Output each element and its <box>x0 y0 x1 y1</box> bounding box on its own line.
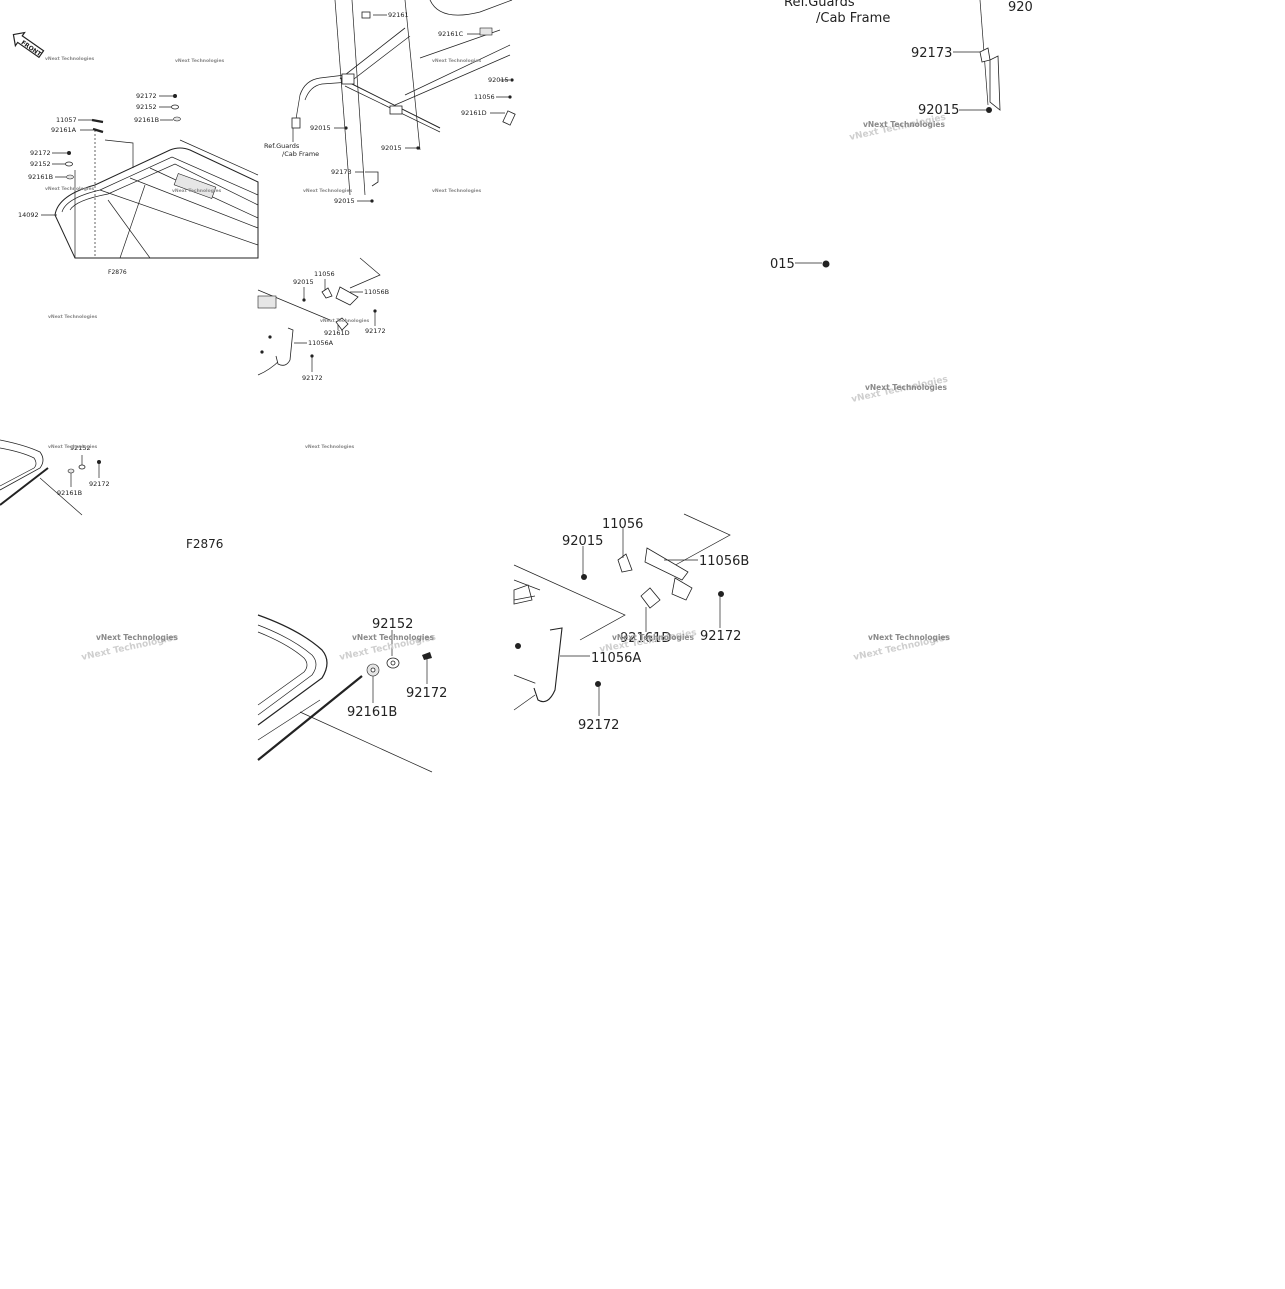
hardware-column <box>65 94 181 180</box>
callout-92152-top: 92152 <box>136 103 157 111</box>
watermark: vNext Technologies <box>863 120 946 129</box>
watermark: vNext Technologies <box>48 314 98 320</box>
watermark: vNext Technologies <box>45 186 95 192</box>
front-arrow-icon: FRONT <box>12 31 45 59</box>
callout-92172: 92172 <box>406 686 447 701</box>
watermark: vNext Technologies <box>303 188 353 194</box>
callout-11056a: 11056A <box>308 339 334 347</box>
callout-11056b: 11056B <box>364 288 389 296</box>
callout-92152: 92152 <box>372 617 413 632</box>
callout-92015-right: 92015 <box>488 76 509 84</box>
callout-92015-mid: 92015 <box>310 124 331 132</box>
callout-92173: 92173 <box>331 168 352 176</box>
callout-11056: 11056 <box>602 517 643 532</box>
callout-92015: 92015 <box>562 534 603 549</box>
watermark: vNext Technologies <box>432 188 482 194</box>
callout-11056: 11056 <box>314 270 335 278</box>
watermark: vNext Technologies <box>352 633 435 642</box>
watermark: vNext Technologies <box>96 633 179 642</box>
callout-92172-bottom: 92172 <box>302 374 323 382</box>
watermark: vNext Technologies <box>172 188 222 194</box>
callout-92161b: 92161B <box>347 705 397 720</box>
watermark: vNext Technologies <box>175 58 225 64</box>
callout-11056: 11056 <box>474 93 495 101</box>
callout-11057: 11057 <box>56 116 77 124</box>
callout-92152-left: 92152 <box>30 160 51 168</box>
callout-92015-lower: 92015 <box>381 144 402 152</box>
watermark: vNext Technologies <box>432 58 482 64</box>
callout-92172-right: 92172 <box>365 327 386 335</box>
callout-92161d: 92161D <box>461 109 487 117</box>
callout-92161b-left: 92161B <box>28 173 53 181</box>
callout-92161d: 92161D <box>324 329 350 337</box>
watermark: vNext Technologies <box>865 383 948 392</box>
callout-92161b: 92161B <box>57 489 82 497</box>
callout-92172: 92172 <box>89 480 110 488</box>
callout-92172-top: 92172 <box>136 92 157 100</box>
figure-ref: F2876 <box>186 537 223 551</box>
callout-92173: 92173 <box>911 46 952 61</box>
tile-cab-frame: 92161 92161C 92015 11056 92161D 92015 92… <box>264 0 516 450</box>
callout-92161c: 92161C <box>438 30 464 38</box>
watermark: vNext Technologies <box>612 633 695 642</box>
callout-92161a: 92161A <box>51 126 77 134</box>
callout-14092: 14092 <box>18 211 39 219</box>
callout-11056b: 11056B <box>699 554 749 569</box>
callout-92015-bottom: 92015 <box>334 197 355 205</box>
roof-panel <box>54 130 259 259</box>
callout-11056a: 11056A <box>591 651 641 666</box>
tile-roof-corner-small: 92152 92161B 92172 vNext Technologies <box>0 439 110 516</box>
callout-92152: 92152 <box>70 444 91 452</box>
callout-92161d: 92161D <box>620 631 671 646</box>
tile-right-upper: Ref.Guards /Cab Frame 920 92173 92015 01… <box>770 0 1033 405</box>
callout-92172-left: 92172 <box>30 149 51 157</box>
figure-ref-small: F2876 <box>108 269 127 276</box>
tile-roof-overview: FRONT <box>12 31 259 320</box>
ref-cab-frame-label: /Cab Frame <box>816 11 890 26</box>
callout-92161: 92161 <box>388 11 409 19</box>
callout-92172-right: 92172 <box>700 629 741 644</box>
ref-guards-label: Ref.Guards <box>784 0 855 10</box>
watermark: vNext Technologies <box>48 444 98 450</box>
ref-guards-label: Ref.Guards <box>264 142 300 150</box>
watermark: vNext Technologies <box>868 633 951 642</box>
ref-cab-frame-label: /Cab Frame <box>282 150 319 158</box>
tile-bracket-detail-large: 11056 92015 11056B 92161D 92172 11056A 9… <box>513 513 951 733</box>
watermark: vNext Technologies <box>305 444 355 450</box>
callout-920-cut: 920 <box>1008 0 1033 15</box>
tile-roof-corner-large: 92152 92161B 92172 F2876 vNext Technolog… <box>81 537 447 773</box>
callout-92172-bottom: 92172 <box>578 718 619 733</box>
watermark: vNext Technologies <box>45 56 95 62</box>
callout-92015: 92015 <box>293 278 314 286</box>
watermark: vNext Technologies <box>320 318 370 324</box>
callout-92161b-top: 92161B <box>134 116 159 124</box>
tile-bracket-detail-small: 11056 92015 11056B 92161D 92172 11056A 9… <box>257 257 389 382</box>
callout-92015: 92015 <box>918 103 959 118</box>
callout-015-cut: 015 <box>770 257 795 272</box>
